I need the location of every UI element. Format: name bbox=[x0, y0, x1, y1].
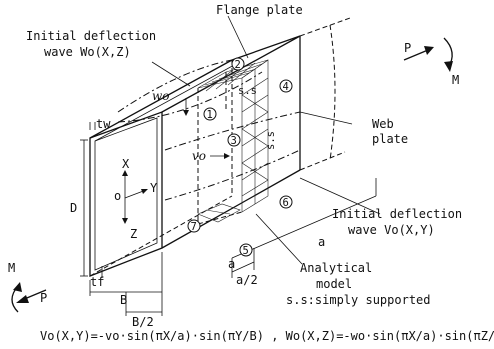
node-4-label: 4 bbox=[283, 81, 289, 93]
web-plate-label-1: Web bbox=[372, 117, 394, 131]
length-a-small-label: a bbox=[228, 257, 235, 271]
leader-lines bbox=[151, 15, 381, 265]
depth-label: D bbox=[70, 201, 77, 215]
analytical-label-1: Analytical bbox=[300, 261, 372, 275]
tf-label: tf bbox=[90, 275, 104, 289]
node-6-label: 6 bbox=[283, 197, 289, 209]
load-arrows bbox=[11, 37, 453, 313]
wo-label: wo bbox=[152, 89, 170, 103]
initial-deflection-right-line2: wave Vo(X,Y) bbox=[348, 223, 435, 237]
moment-m-right-label: M bbox=[452, 73, 459, 87]
box-girder bbox=[89, 17, 351, 277]
x-axis-label: X bbox=[122, 157, 130, 171]
flange-plate-label: Flange plate bbox=[216, 3, 303, 17]
initial-deflection-top-line1: Initial deflection bbox=[26, 29, 156, 43]
text-labels: Flange plate Initial deflection wave Wo(… bbox=[8, 3, 462, 329]
node-1-label: 1 bbox=[207, 109, 213, 121]
node-markers: 1 2 3 4 5 6 7 bbox=[187, 57, 293, 257]
ss-top-label: s.s bbox=[238, 85, 257, 97]
ss-side-label: s.s bbox=[265, 131, 277, 150]
z-axis-label: Z bbox=[130, 227, 137, 241]
vo-label: vo bbox=[192, 149, 206, 163]
load-p-left-label: P bbox=[40, 291, 47, 305]
moment-m-left-label: M bbox=[8, 261, 15, 275]
initial-deflection-right-line1: Initial deflection bbox=[332, 207, 462, 221]
dimension-lines bbox=[80, 122, 377, 316]
web-plate-label-2: plate bbox=[372, 132, 408, 146]
length-a-label: a bbox=[318, 235, 325, 249]
initial-deflection-top-line2: wave Wo(X,Z) bbox=[44, 45, 131, 59]
y-axis-label: Y bbox=[150, 181, 158, 195]
origin-label: o bbox=[114, 189, 121, 203]
analytical-label-2: model bbox=[316, 277, 352, 291]
tw-label: tw bbox=[96, 117, 111, 131]
node-3-label: 3 bbox=[231, 135, 237, 147]
node-2-label: 2 bbox=[235, 59, 241, 71]
breadth-label: B bbox=[120, 293, 127, 307]
deflection-curves bbox=[117, 59, 301, 201]
coordinate-axes bbox=[122, 170, 148, 224]
node-7-label: 7 bbox=[191, 221, 197, 233]
load-p-right-label: P bbox=[404, 41, 411, 55]
analytical-label-3: s.s:simply supported bbox=[286, 293, 431, 307]
half-breadth-label: B/2 bbox=[132, 315, 154, 329]
deflection-equation: Vo(X,Y)=-vo·sin(πX/a)·sin(πY/B) , Wo(X,Z… bbox=[40, 329, 494, 343]
half-length-label: a/2 bbox=[236, 273, 258, 287]
node-5-label: 5 bbox=[243, 245, 249, 257]
